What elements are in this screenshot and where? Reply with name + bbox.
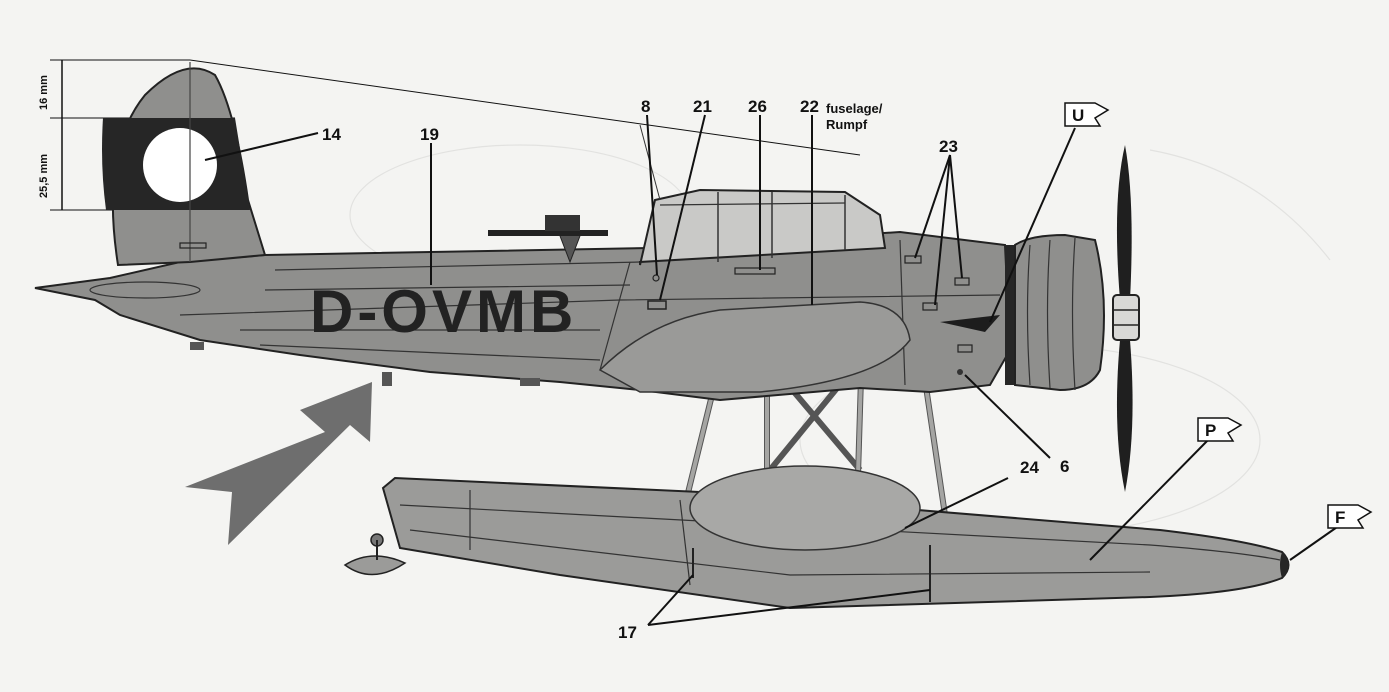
callout-22: 22 xyxy=(800,97,819,116)
engine-cowling xyxy=(1005,233,1105,392)
callout-6: 6 xyxy=(1060,457,1069,476)
callout-19: 19 xyxy=(420,125,439,144)
callout-26: 26 xyxy=(748,97,767,116)
propeller xyxy=(1112,145,1140,492)
dimension-lower: 25,5 mm xyxy=(38,154,50,198)
flag-f: F xyxy=(1327,504,1373,529)
callout-8: 8 xyxy=(641,97,650,116)
flag-p: P xyxy=(1197,417,1243,442)
dimension-upper: 16 mm xyxy=(38,75,50,110)
callout-22-note-line1: fuselage/ xyxy=(826,101,883,116)
callout-17: 17 xyxy=(618,623,637,642)
fuselage xyxy=(34,124,1012,402)
callout-22-note-line2: Rumpf xyxy=(826,117,868,132)
flag-f-letter: F xyxy=(1335,508,1345,527)
tail-roundel xyxy=(143,128,217,202)
flag-u-letter: U xyxy=(1072,106,1084,125)
main-float xyxy=(343,465,1290,610)
registration-marking: D-OVMB xyxy=(310,278,577,345)
callout-24: 24 xyxy=(1020,458,1039,477)
callout-leaders xyxy=(204,114,1341,626)
callout-23: 23 xyxy=(939,137,958,156)
callout-21: 21 xyxy=(693,97,712,116)
flag-p-letter: P xyxy=(1205,421,1216,440)
tail-fin xyxy=(102,62,267,267)
location-arrow xyxy=(185,382,372,545)
callout-14: 14 xyxy=(322,125,341,144)
flag-u: U xyxy=(1064,102,1110,127)
